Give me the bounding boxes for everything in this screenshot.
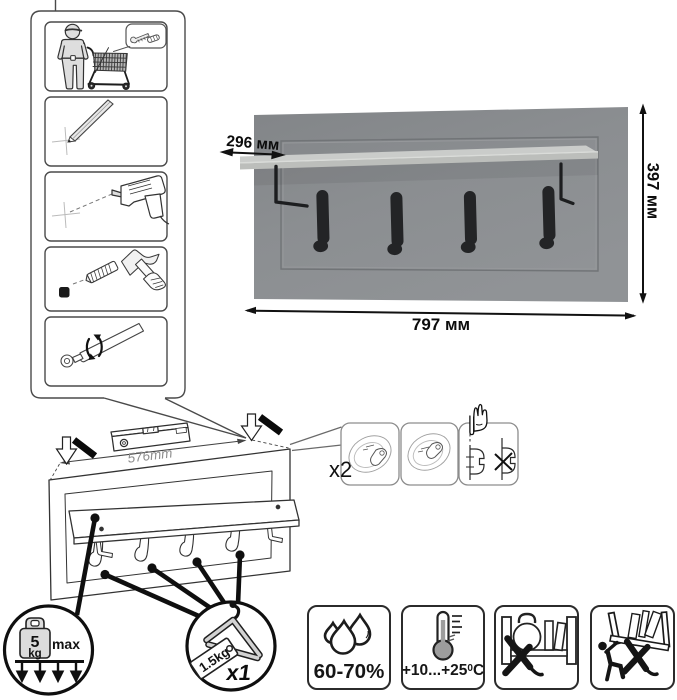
svg-text:+10...+250C: +10...+250C (402, 662, 484, 679)
svg-text:296 мм: 296 мм (226, 133, 280, 154)
svg-text:576mm: 576mm (127, 445, 174, 465)
svg-text:5: 5 (31, 634, 40, 651)
svg-text:x1: x1 (225, 660, 253, 685)
svg-text:60-70%: 60-70% (314, 660, 385, 683)
svg-text:x2: x2 (329, 457, 352, 482)
svg-text:max: max (52, 636, 80, 652)
svg-text:kg: kg (28, 648, 41, 660)
svg-text:797 мм: 797 мм (412, 315, 470, 334)
svg-text:397 мм: 397 мм (644, 163, 662, 220)
